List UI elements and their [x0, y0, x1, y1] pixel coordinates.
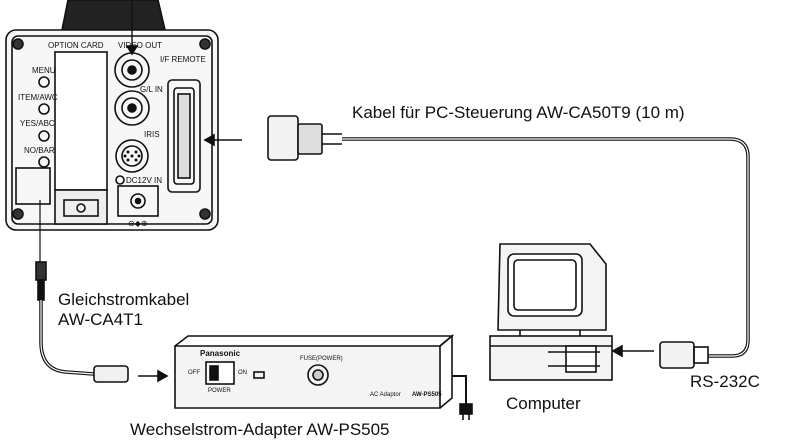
fuse-holder [307, 364, 329, 386]
adapter-power-label: POWER [208, 388, 231, 394]
computer-label: Computer [506, 394, 581, 413]
pc-cable-label: Kabel für PC-Steuerung AW-CA50T9 (10 m) [352, 103, 685, 122]
adapter-model-num: AW-PS505 [412, 392, 442, 398]
dc12v-in-label: DC12V IN [126, 176, 163, 185]
ac-plug [459, 403, 473, 415]
video-out-label: VIDEO OUT [118, 41, 163, 50]
camera-top-housing [61, 0, 167, 31]
camera-dc-plug [54, 189, 108, 225]
option-card-slot [54, 51, 108, 191]
pc-cable-db-connector [267, 115, 299, 161]
dc-cable-label-line2: AW-CA4T1 [58, 310, 144, 329]
adapter-brand: Panasonic [200, 349, 241, 358]
gl-in-connector [114, 90, 150, 126]
no-bar-label: NO/BAR [24, 146, 55, 155]
rs232-connector [659, 341, 695, 369]
polarity-symbol: ⊖◆⊕ [128, 219, 148, 228]
if-remote-label: I/F REMOTE [160, 55, 206, 64]
adapter-off-label: OFF [188, 370, 200, 376]
camera-inner-panel [11, 35, 213, 225]
option-card-label: OPTION CARD [48, 41, 104, 50]
iris-connector [115, 139, 149, 173]
dc12v-in-socket [117, 185, 159, 217]
adapter-on-label: ON [238, 370, 247, 376]
if-remote-connector [167, 79, 201, 193]
adapter-model-text: AC Adaptor [370, 392, 401, 398]
adapter-fuse-label: FUSE(POWER) [300, 356, 343, 362]
rs232-label: RS-232C [690, 372, 760, 391]
dc-cable-plug [93, 365, 129, 383]
menu-label: MENU [32, 66, 56, 75]
ac-power-cord [452, 375, 467, 406]
item-awc-label: ITEM/AWC [18, 93, 58, 102]
ac-adapter-label: Wechselstrom-Adapter AW-PS505 [130, 420, 390, 439]
yes-abc-label: YES/ABC [20, 119, 55, 128]
iris-label: IRIS [144, 130, 160, 139]
camera-buttons [38, 76, 50, 168]
dc-cable-label-line1: Gleichstromkabel [58, 290, 190, 309]
gl-in-label: G/L IN [140, 85, 163, 94]
